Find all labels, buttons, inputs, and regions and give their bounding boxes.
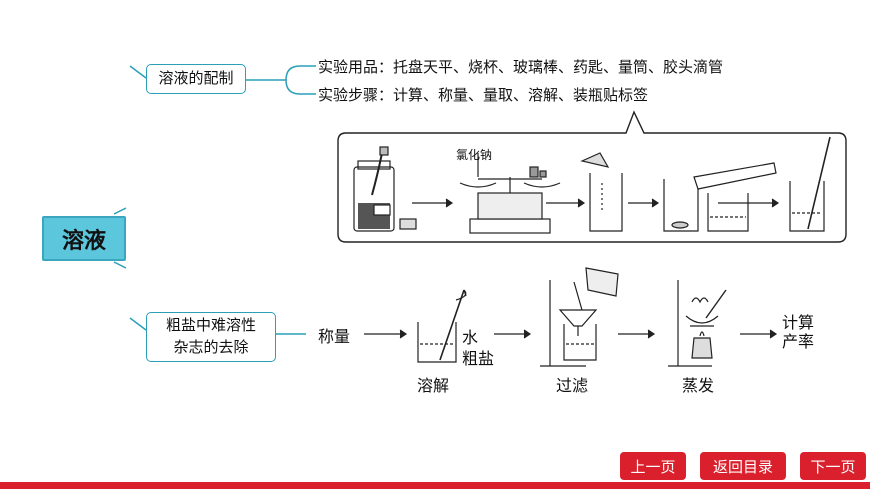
balance-label: 氯化钠 <box>456 148 493 162</box>
node-solution-preparation: 溶液的配制 <box>146 64 246 94</box>
next-page-button[interactable]: 下一页 <box>800 452 866 480</box>
stirring-rod-beaker-icon <box>789 136 831 232</box>
filtration-funnel-icon <box>540 267 619 367</box>
beaker-add-solid-icon <box>580 152 623 232</box>
preparation-materials: 实验用品：托盘天平、烧杯、玻璃棒、药匙、量筒、胶头滴管 <box>318 58 724 76</box>
beaker-icon <box>663 179 699 232</box>
node-crude-salt-purification: 粗盐中难溶性 杂志的去除 <box>146 312 276 362</box>
preparation-steps: 实验步骤：计算、称量、量取、溶解、装瓶贴标签 <box>318 86 649 104</box>
bottom-bar <box>0 482 870 489</box>
root-node: 溶液 <box>42 216 126 261</box>
step-calc-line1: 计算 <box>782 313 815 332</box>
dissolve-beaker-icon <box>417 289 467 363</box>
preparation-illustration <box>353 136 831 234</box>
graduated-cylinder-pouring-icon <box>693 162 777 232</box>
evaporation-dish-icon <box>668 280 727 367</box>
node-crude-salt-line2: 杂志的去除 <box>173 338 249 356</box>
step-dissolve: 溶解 <box>417 376 450 395</box>
prev-page-button[interactable]: 上一页 <box>620 452 686 480</box>
label-water: 水 <box>462 328 479 347</box>
node-crude-salt-line1: 粗盐中难溶性 <box>165 316 256 335</box>
step-weigh: 称量 <box>318 327 351 346</box>
table-of-contents-button[interactable]: 返回目录 <box>700 452 786 480</box>
step-evaporate: 蒸发 <box>682 376 715 395</box>
node-solution-preparation-label: 溶液的配制 <box>158 69 234 88</box>
reagent-jar-icon <box>353 146 417 232</box>
balance-icon <box>459 153 561 234</box>
purification-illustration <box>364 267 778 367</box>
step-filter: 过滤 <box>556 376 589 395</box>
step-calc-yield: 计算 产率 <box>782 313 814 351</box>
label-crude-salt: 粗盐 <box>462 349 495 368</box>
step-calc-line2: 产率 <box>782 332 815 352</box>
